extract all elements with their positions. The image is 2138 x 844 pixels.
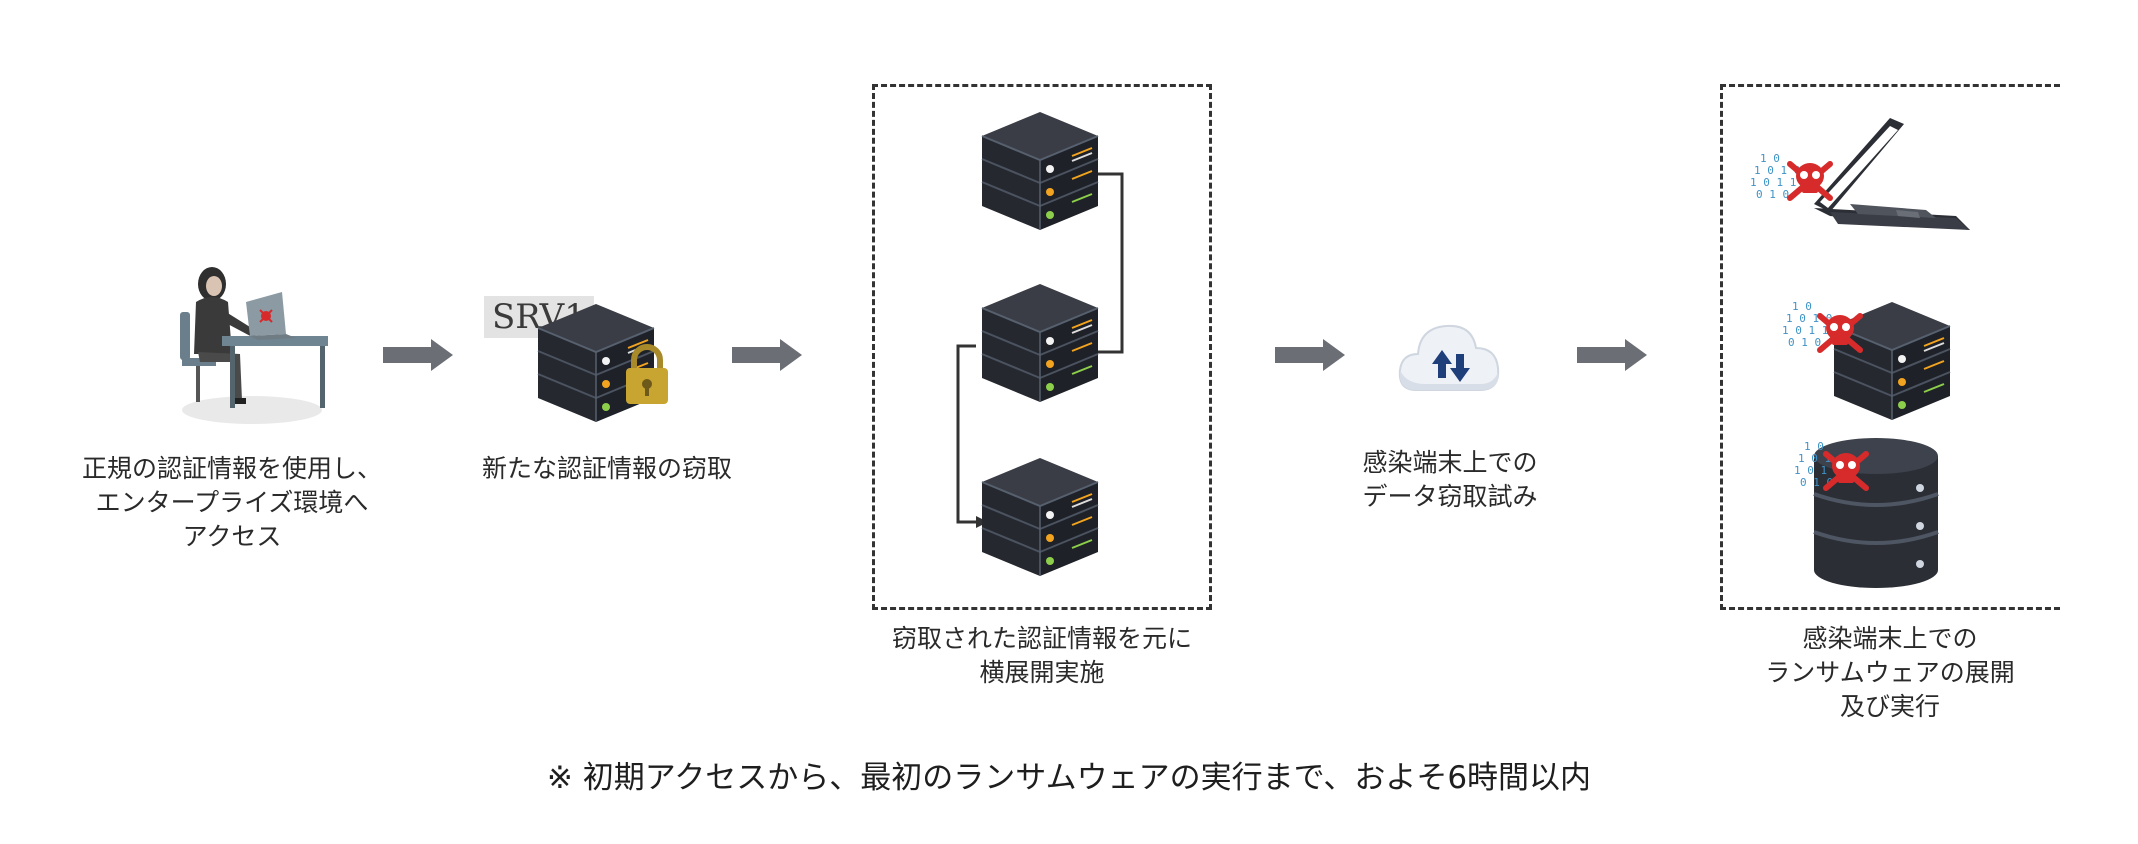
svg-text:1 0: 1 0 [1804,440,1824,453]
step1-line2: エンタープライズ環境へ [95,488,369,517]
ransomware-targets-box [1720,84,2060,610]
right-arrow-icon [1275,339,1347,375]
step5-line3: 及び実行 [1839,692,1940,721]
svg-text:0 1 0: 0 1 0 [1756,188,1789,201]
svg-text:1 0: 1 0 [1760,152,1780,165]
binary-code-text: 1 0 1 0 1 0 1 0 1 1 0 0 1 0 [1750,152,1810,201]
hacker-at-desk-icon [170,262,330,432]
svg-text:1 0 1 1 0: 1 0 1 1 0 [1750,176,1810,189]
step5-line1: 感染端末上での [1802,624,1978,653]
laptop-icon [1814,118,1970,230]
step2-line1: 新たな認証情報の窃取 [481,454,732,483]
step4-caption: 感染端末上での データ窃取試み [1330,446,1570,514]
step3-line1: 窃取された認証情報を元に [891,624,1192,653]
svg-text:1 0 1 0: 1 0 1 0 [1754,164,1800,177]
step1-line3: アクセス [182,522,282,551]
right-arrow-icon [1577,339,1649,375]
padlock-icon [624,344,670,410]
step3-caption: 窃取された認証情報を元に 横展開実施 [842,622,1242,690]
server-icon [981,111,1099,231]
step4-line2: データ窃取試み [1362,482,1538,511]
ransomware-targets-diagram: 1 0 1 0 1 0 1 0 1 1 0 0 1 0 1 0 1 0 1 0 … [1720,84,2060,610]
step4-line1: 感染端末上での [1362,448,1538,477]
svg-text:1 0: 1 0 [1792,300,1812,313]
svg-text:0 1 0: 0 1 0 [1788,336,1821,349]
server-icon [981,457,1099,577]
lateral-movement-diagram [872,84,1212,610]
step5-caption: 感染端末上での ランサムウェアの展開 及び実行 [1720,622,2060,724]
server-icon [981,283,1099,403]
step3-line2: 横展開実施 [979,658,1105,687]
step1-line1: 正規の認証情報を使用し、 [81,454,382,483]
right-arrow-icon [732,339,804,375]
step5-line2: ランサムウェアの展開 [1765,658,2015,687]
right-arrow-icon [383,339,455,375]
cloud-transfer-icon [1396,298,1506,412]
step1-caption: 正規の認証情報を使用し、 エンタープライズ環境へ アクセス [62,452,402,554]
step2-caption: 新たな認証情報の窃取 [462,452,752,486]
lateral-movement-box [872,84,1212,610]
footnote: ※ 初期アクセスから、最初のランサムウェアの実行まで、およそ6時間以内 [546,760,1592,796]
